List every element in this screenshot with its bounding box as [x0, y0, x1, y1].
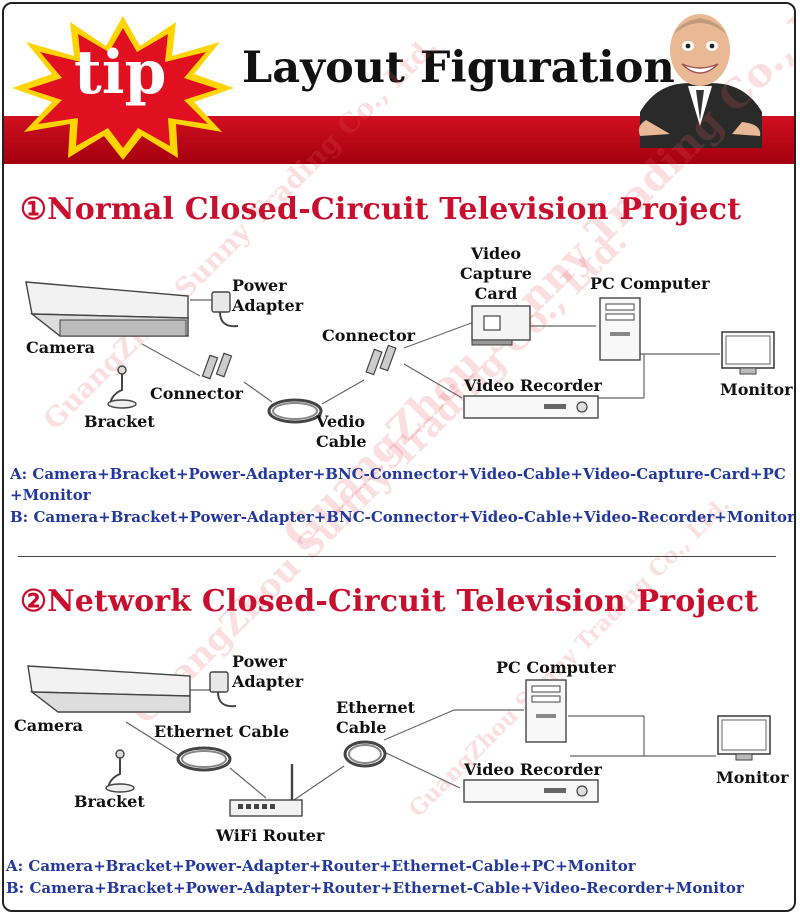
pc-tower-icon [525, 679, 567, 743]
pc-computer-label: PC Computer [590, 274, 710, 293]
page-title: Layout Figuration [242, 43, 675, 93]
tip-badge: tip [74, 38, 167, 108]
video-cable-coil-icon [267, 398, 323, 424]
bracket-icon [107, 365, 137, 409]
pc-tower-icon [599, 297, 641, 361]
camera-icon [25, 281, 189, 337]
camera-label: Camera [26, 338, 96, 357]
wifi-router-label: WiFi Router [216, 826, 325, 845]
ethernet-cable-label: Ethernet Cable [336, 698, 416, 737]
section2-connection-lines [125, 689, 716, 801]
bnc-connector-icon [365, 344, 397, 376]
connector-label: Connector [322, 326, 416, 345]
header-banner: tip Layout Figuration [4, 4, 794, 164]
monitor-label: Monitor [716, 768, 789, 787]
video-recorder-icon [463, 779, 599, 803]
power-adapter-label: Power Adapter [232, 276, 304, 315]
combination-a-text: A: Camera+Bracket+Power-Adapter+Router+E… [6, 857, 636, 875]
camera-icon [27, 665, 191, 713]
video-recorder-label: Video Recorder [464, 760, 602, 779]
bracket-icon [105, 749, 135, 793]
section1-title: ①Normal Closed-Circuit Television Projec… [20, 192, 742, 227]
ethernet-cable-coil-icon [176, 746, 232, 772]
video-recorder-label: Video Recorder [464, 376, 602, 395]
vedio-cable-label: Vedio Cable [316, 412, 367, 451]
power-adapter-label: Power Adapter [232, 652, 304, 691]
combination-b-text: B: Camera+Bracket+Power-Adapter+BNC-Conn… [10, 508, 795, 526]
cartoon-man-icon [638, 14, 762, 148]
connector-label: Connector [150, 384, 244, 403]
combination-b-text: B: Camera+Bracket+Power-Adapter+Router+E… [6, 879, 744, 897]
bracket-label: Bracket [84, 412, 155, 431]
combination-a-text: A: Camera+Bracket+Power-Adapter+BNC-Conn… [10, 465, 786, 504]
ethernet-cable-coil-icon [343, 740, 387, 768]
monitor-label: Monitor [720, 380, 793, 399]
monitor-icon [721, 331, 775, 375]
monitor-icon [717, 715, 771, 761]
video-capture-card-icon [471, 305, 531, 346]
section2-title: ②Network Closed-Circuit Television Proje… [20, 584, 759, 619]
ethernet-cable-label: Ethernet Cable [154, 722, 290, 741]
bracket-label: Bracket [74, 792, 145, 811]
video-recorder-icon [463, 395, 599, 419]
power-adapter-icon [209, 671, 237, 708]
pc-computer-label: PC Computer [496, 658, 616, 677]
video-capture-card-label: Video Capture Card [460, 244, 532, 303]
wifi-router-icon [229, 764, 303, 817]
camera-label: Camera [14, 716, 84, 735]
tip-starburst-icon [12, 16, 234, 160]
power-adapter-icon [211, 291, 239, 328]
bnc-connector-icon [201, 352, 233, 380]
section-divider [18, 556, 776, 557]
